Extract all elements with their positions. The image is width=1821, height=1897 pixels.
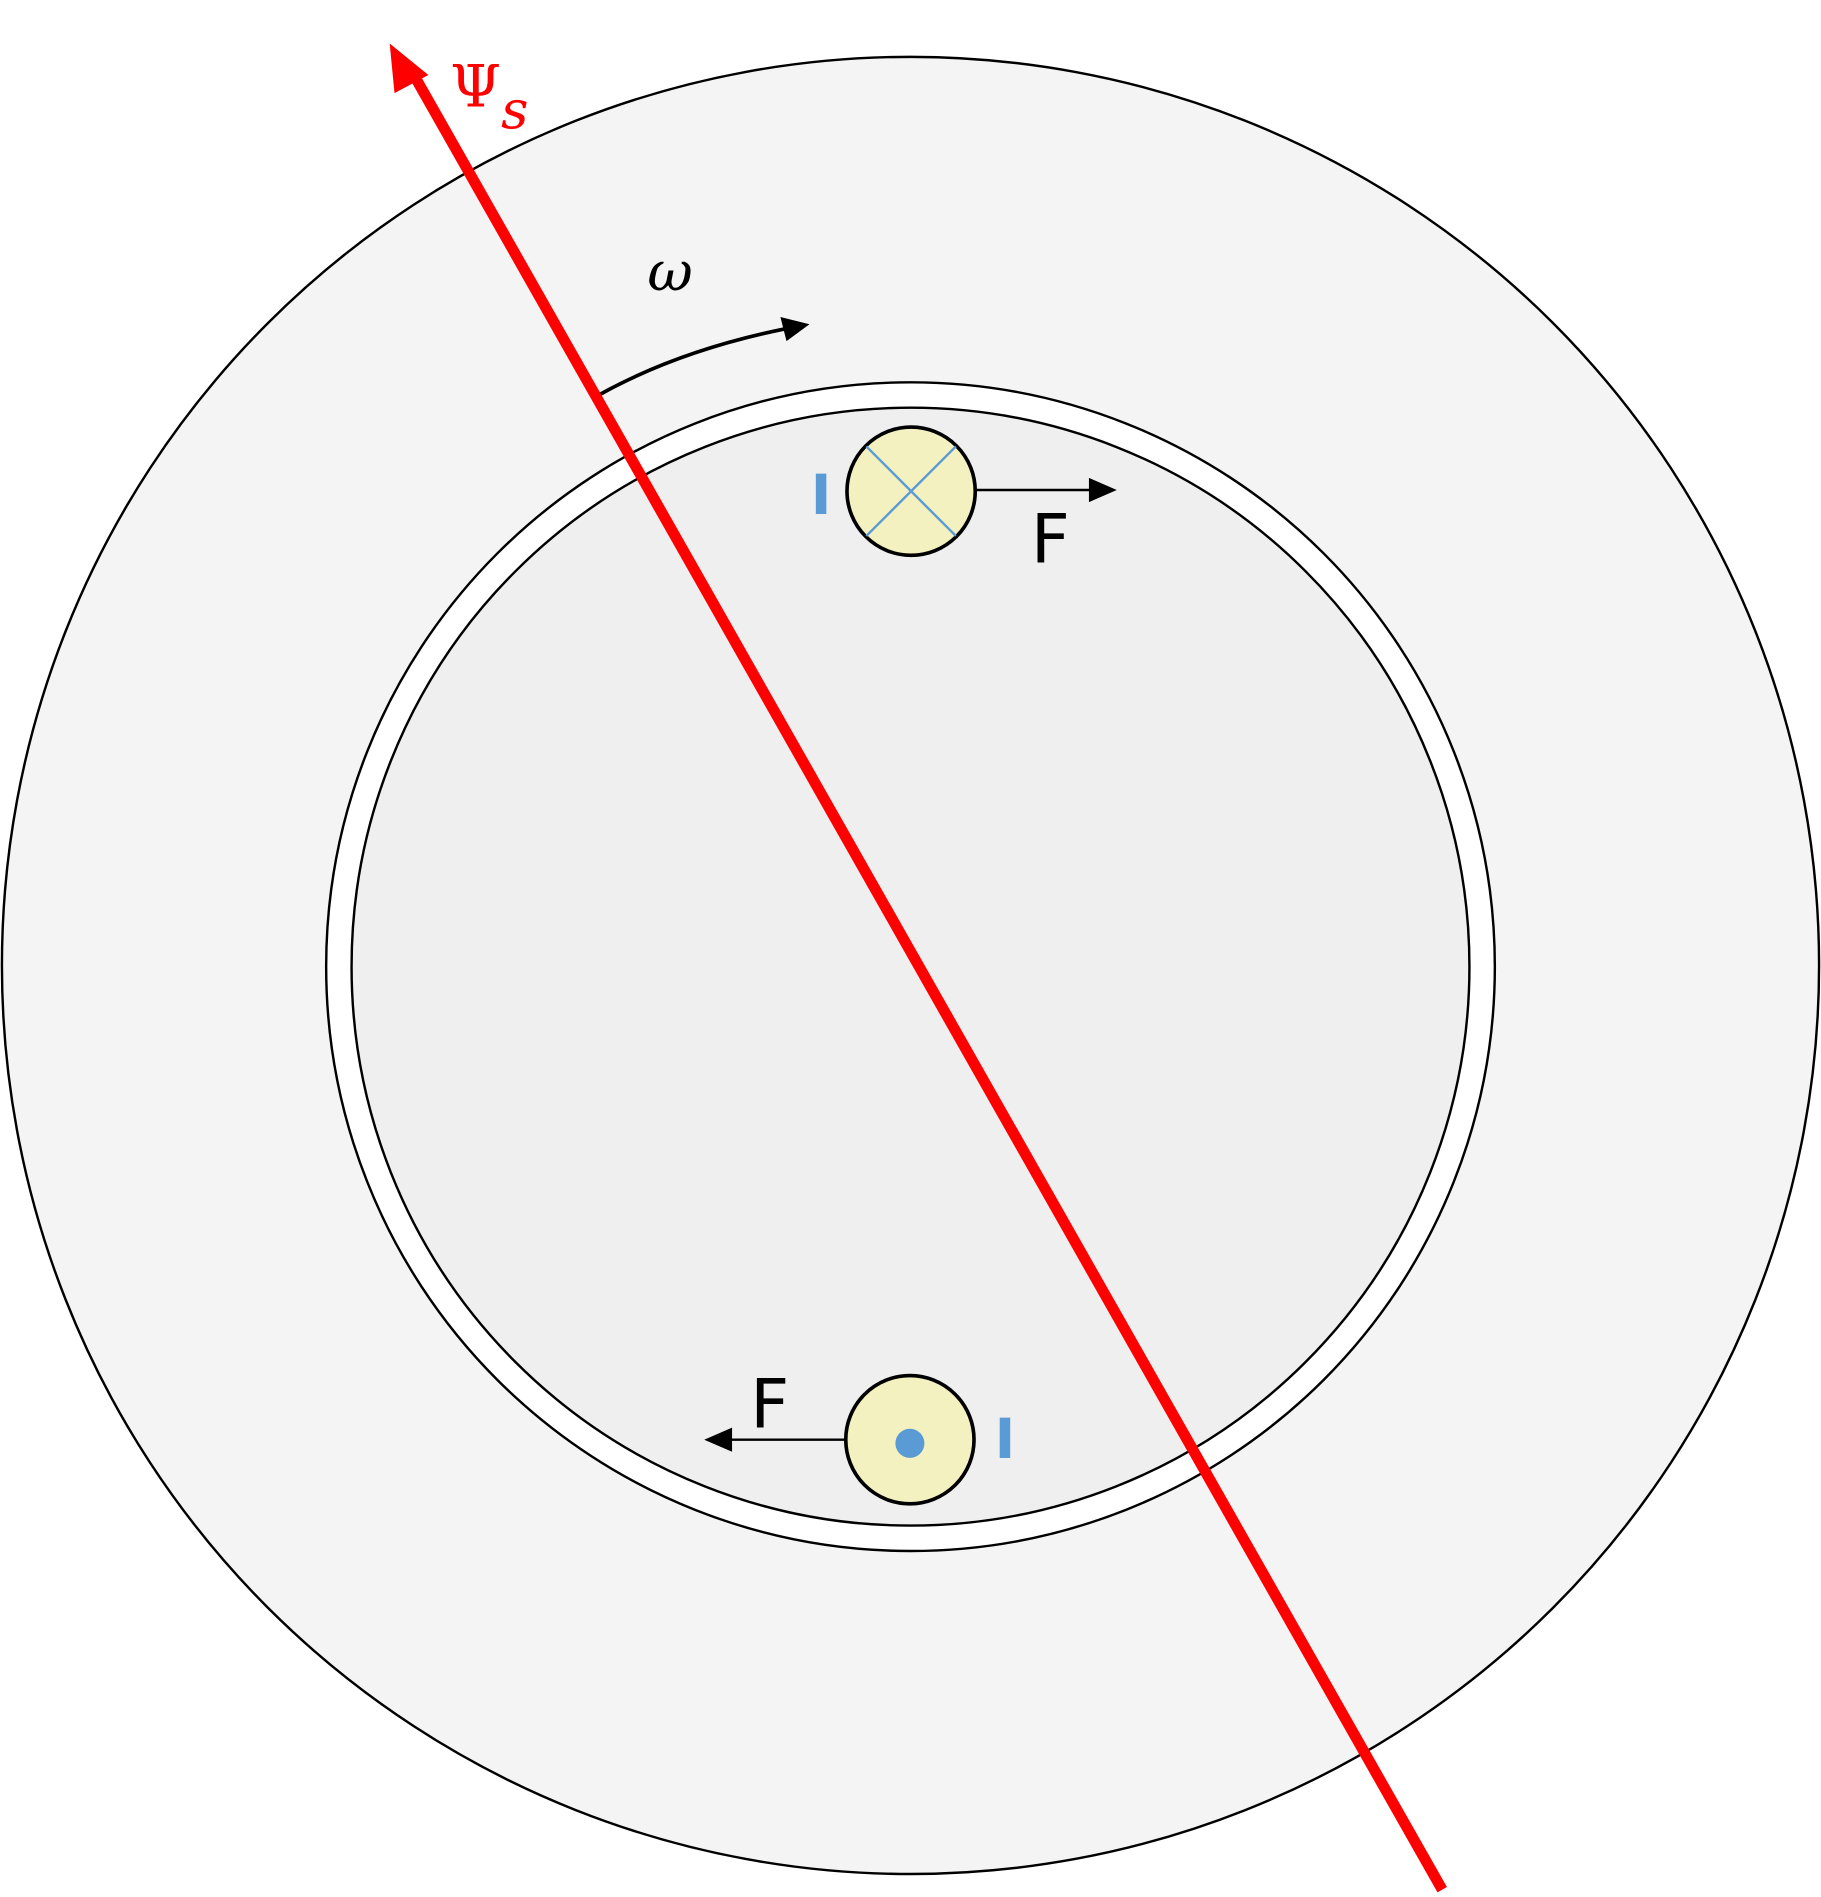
force-arrowhead-bottom-icon — [704, 1427, 733, 1452]
flux-axis — [409, 72, 1447, 1893]
force-label-top: F — [1031, 500, 1070, 579]
rotor — [350, 406, 1471, 1527]
rotation-arrowhead-icon — [780, 316, 810, 342]
omega-label: ω — [647, 239, 692, 304]
dot-mark-icon — [895, 1428, 925, 1458]
rotation-arrow — [596, 327, 785, 398]
force-arrowhead-top-icon — [1088, 477, 1117, 503]
cross-mark-line — [865, 445, 957, 537]
flux-arrowhead-icon — [389, 43, 429, 94]
flux-symbol: Ψ — [450, 52, 501, 120]
current-label-top: I — [811, 463, 832, 528]
current-label-bottom: I — [995, 1407, 1016, 1472]
flux-label: Ψs — [450, 52, 528, 141]
force-label-bottom: F — [750, 1365, 789, 1444]
flux-subscript: s — [501, 79, 528, 141]
